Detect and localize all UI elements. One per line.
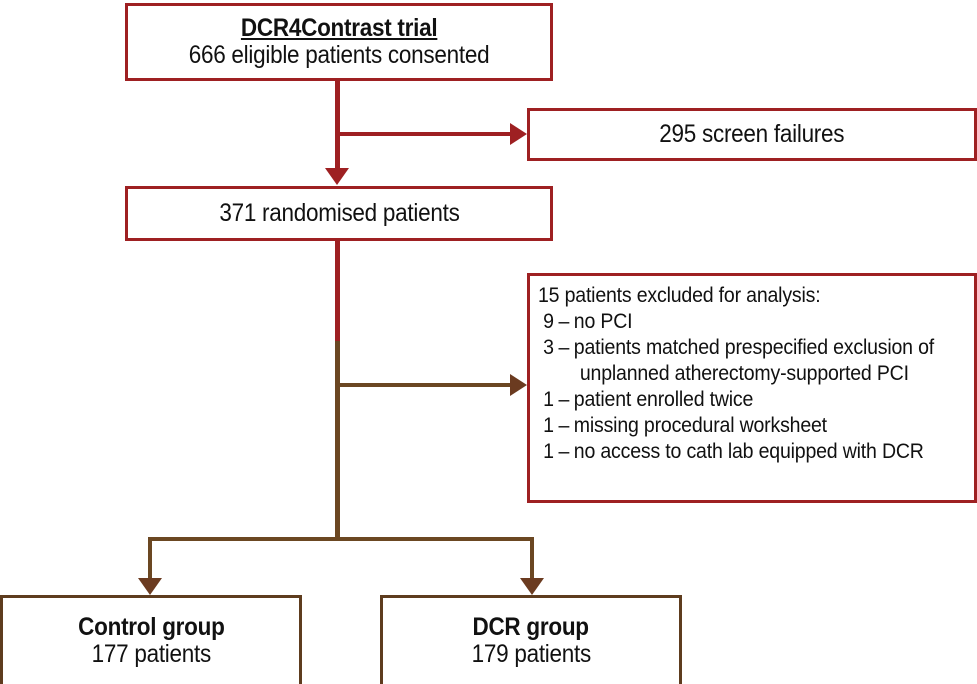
node-enrolled: DCR4Contrast trial 666 eligible patients…: [125, 3, 553, 81]
excluded-reason-row: 1 – no access to cath lab equipped with …: [538, 441, 924, 462]
node-dcr-group: DCR group 179 patients: [380, 595, 682, 684]
excluded-reason-dash: –: [558, 336, 570, 359]
enrolled-title: DCR4Contrast trial: [240, 13, 438, 42]
excluded-reason-dash: –: [558, 414, 570, 437]
excluded-reason-row: 1 – missing procedural worksheet: [538, 415, 827, 436]
connector-enrolled-to-randomised: [335, 81, 340, 168]
connector-to-dcr-group: [530, 537, 534, 579]
connector-randomised-trunk-lower: [335, 341, 340, 540]
excluded-reason-count: 3: [543, 336, 554, 359]
excluded-reason-dash: –: [558, 310, 570, 333]
screen-failures-label: 295 screen failures: [659, 119, 845, 148]
excluded-reason-row: 9 – no PCI: [538, 311, 632, 332]
arrowhead-to-dcr-group: [520, 578, 544, 595]
enrolled-subtitle: 666 eligible patients consented: [188, 40, 490, 69]
control-group-subtitle: 177 patients: [91, 639, 211, 668]
connector-to-excluded: [335, 383, 513, 387]
excluded-reason-text: missing procedural worksheet: [573, 414, 827, 437]
control-group-title: Control group: [77, 612, 225, 641]
excluded-reason-text: patients matched prespecified exclusion …: [573, 336, 935, 359]
dcr-group-subtitle: 179 patients: [471, 639, 591, 668]
arrowhead-to-screen-failures: [510, 123, 527, 145]
node-screen-failures: 295 screen failures: [527, 108, 977, 161]
excluded-reason-text: no PCI: [573, 310, 633, 333]
excluded-reason-text: patient enrolled twice: [573, 388, 754, 411]
node-randomised: 371 randomised patients: [125, 186, 553, 241]
arrowhead-to-randomised: [325, 168, 349, 185]
node-control-group: Control group 177 patients: [0, 595, 302, 684]
excluded-reason-count: 1: [543, 440, 554, 463]
connector-randomised-trunk-upper: [335, 241, 340, 341]
excluded-reason-row: 3 – patients matched prespecified exclus…: [538, 337, 934, 358]
excluded-reason-count: 1: [543, 414, 554, 437]
connector-split-bar: [148, 537, 534, 541]
arrowhead-to-excluded: [510, 374, 527, 396]
connector-to-screen-failures: [335, 132, 513, 136]
arrowhead-to-control-group: [138, 578, 162, 595]
dcr-group-title: DCR group: [472, 612, 590, 641]
excluded-heading: 15 patients excluded for analysis:: [538, 284, 821, 307]
excluded-reason-count: 9: [543, 310, 554, 333]
excluded-reason-dash: –: [558, 440, 570, 463]
excluded-reason-continuation: unplanned atherectomy-supported PCI: [579, 362, 909, 385]
excluded-reason-count: 1: [543, 388, 554, 411]
excluded-reason-text: no access to cath lab equipped with DCR: [573, 440, 924, 463]
randomised-label: 371 randomised patients: [218, 198, 460, 227]
excluded-reason-dash: –: [558, 388, 570, 411]
connector-to-control-group: [148, 537, 152, 579]
node-excluded: 15 patients excluded for analysis: 9 – n…: [527, 273, 977, 503]
excluded-reason-row: 1 – patient enrolled twice: [538, 389, 753, 410]
